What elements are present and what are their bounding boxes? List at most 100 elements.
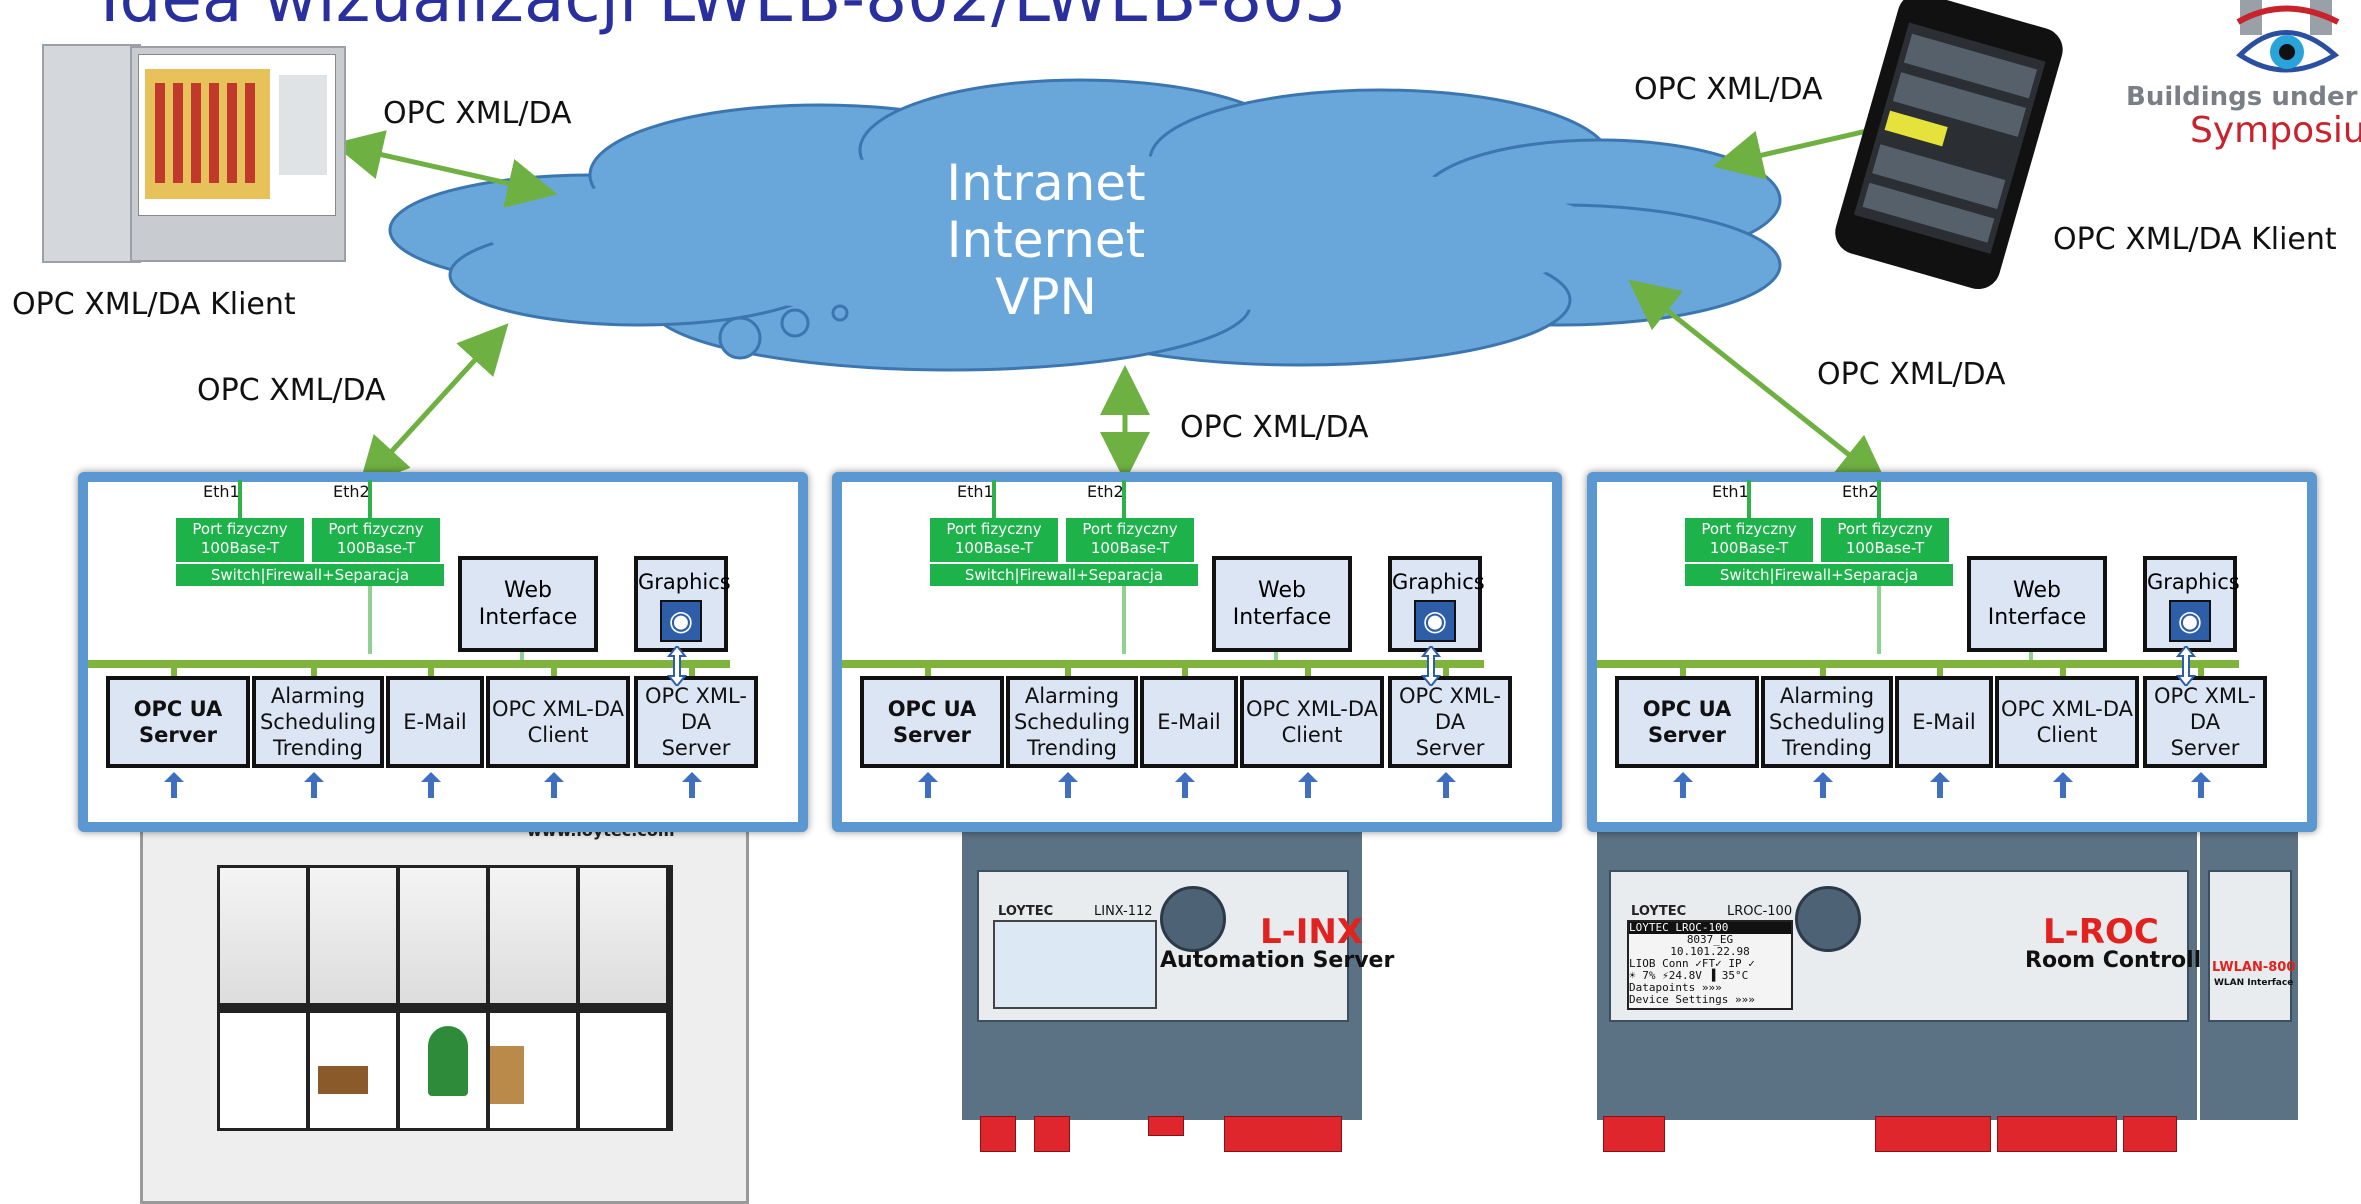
graphics-box: Graphics◉ <box>2143 556 2240 652</box>
cloud-line-3: VPN <box>995 268 1097 326</box>
module-2-line-3: Trending <box>1027 736 1117 760</box>
lroc-lcd-line-2: 8037_EG <box>1686 933 1734 946</box>
double-arrow-icon <box>2176 646 2196 686</box>
module-2-line-3: Trending <box>273 736 363 760</box>
eth1-label: Eth1 <box>203 482 240 501</box>
lroc-device: LOYTEC LROC-100 8037_EG 10.101.22.98 LIO… <box>1597 800 2227 1152</box>
port-1-line-2: 100Base-T <box>954 539 1034 557</box>
bus-drop <box>1182 660 1188 676</box>
lroc-lcd-line-7: Device Settings »»» <box>1629 993 1755 1006</box>
internal-bus <box>88 660 730 668</box>
graphics-label: Graphics <box>1392 570 1485 594</box>
office-desk-image <box>318 1066 368 1094</box>
module-4-line-1: OPC XML-DA <box>491 697 625 721</box>
module-2-line-2: Scheduling <box>1768 710 1886 734</box>
eth1-line <box>992 480 996 522</box>
globe-icon: ◉ <box>1414 600 1456 642</box>
port-1-line-2: 100Base-T <box>1709 539 1789 557</box>
module-5-line-2: Server <box>1415 736 1485 760</box>
lwlan-subtitle: WLAN Interface <box>2214 978 2294 988</box>
globe-icon: ◉ <box>2169 600 2211 642</box>
lroc-vendor: LOYTEC <box>1631 904 1687 919</box>
bus-drop <box>689 660 695 676</box>
linx-subtitle: Automation Server <box>1160 948 1395 973</box>
web-connector <box>520 652 524 662</box>
web-interface-line-1: Web <box>1258 578 1306 603</box>
globe-icon: ◉ <box>660 600 702 642</box>
up-arrow-icon <box>2053 772 2073 798</box>
module-4-line-1: OPC XML-DA <box>2000 697 2134 721</box>
office-door-image <box>490 1046 524 1104</box>
module-4-line-2: Client <box>527 723 589 747</box>
eth2-line <box>368 480 372 522</box>
eth1-label: Eth1 <box>1712 482 1749 501</box>
web-interface-line-1: Web <box>2013 578 2061 603</box>
module-3-line-1: E-Mail <box>1912 710 1976 734</box>
web-interface-line-2: Interface <box>1987 605 2087 630</box>
bus-drop <box>1680 660 1686 676</box>
up-arrow-icon <box>421 772 441 798</box>
pc-link-label: OPC XML/DA <box>383 96 572 131</box>
module-1-line-1: OPC UA <box>1642 697 1732 721</box>
lroc-knob <box>1795 886 1861 952</box>
logo-line2: Symposiu <box>2190 110 2361 151</box>
double-arrow-icon <box>667 646 687 686</box>
web-interface-line-2: Interface <box>1232 605 1332 630</box>
module-2-line-2: Scheduling <box>1013 710 1131 734</box>
up-arrow-icon <box>682 772 702 798</box>
eth2-line <box>1877 480 1881 522</box>
module-1-line-1: OPC UA <box>133 697 223 721</box>
right-link-arrow <box>1628 279 1888 486</box>
switch-connector <box>368 586 372 654</box>
module-1-line-2: Server <box>138 723 217 747</box>
bus-drop <box>2198 660 2204 676</box>
switch-firewall-bar: Switch|Firewall+Separacja <box>930 564 1198 586</box>
cloud-line-1: Intranet <box>946 154 1146 212</box>
bus-drop <box>1305 660 1311 676</box>
bus-drop <box>311 660 317 676</box>
linx-model: LINX-112 <box>1094 904 1153 919</box>
graphics-box: Graphics◉ <box>634 556 731 652</box>
module-5-line-1: OPC XML-DA <box>645 684 747 734</box>
module-5-line-2: Server <box>2170 736 2240 760</box>
up-arrow-icon <box>1436 772 1456 798</box>
switch-connector <box>1122 586 1126 654</box>
web-connector <box>1274 652 1278 662</box>
module-1-line-1: OPC UA <box>887 697 977 721</box>
switch-connector <box>1877 586 1881 654</box>
module-2-line-1: Alarming <box>270 684 366 708</box>
up-arrow-icon <box>304 772 324 798</box>
lwlan-brand: LWLAN-800 <box>2212 960 2296 975</box>
port-2-line-2: 100Base-T <box>1845 539 1925 557</box>
eth1-line <box>1747 480 1751 522</box>
slide-title: Idea wizualizacji LWEB-802/LWEB-803 <box>100 0 1346 37</box>
internal-bus <box>842 660 1484 668</box>
lroc-lcd-line-1: LOYTEC LROC-100 <box>1629 922 1791 934</box>
linx-device: LOYTEC LINX-112 L-INX Automation Server <box>962 800 1394 1152</box>
bus-drop <box>551 660 557 676</box>
module-4-line-2: Client <box>1281 723 1343 747</box>
bus-drop <box>1937 660 1943 676</box>
right-link-label: OPC XML/DA <box>1817 357 2006 392</box>
lroc-lcd-line-6: Datapoints »»» <box>1629 981 1722 994</box>
bus-drop <box>171 660 177 676</box>
eth2-label: Eth2 <box>333 482 370 501</box>
mid-link-label: OPC XML/DA <box>1180 410 1369 445</box>
port-2-line-2: 100Base-T <box>336 539 416 557</box>
left-link-arrow <box>358 323 509 488</box>
port-1-line-2: 100Base-T <box>200 539 280 557</box>
port-2-line-2: 100Base-T <box>1090 539 1170 557</box>
up-arrow-icon <box>544 772 564 798</box>
module-1-line-2: Server <box>892 723 971 747</box>
module-5-line-2: Server <box>661 736 731 760</box>
